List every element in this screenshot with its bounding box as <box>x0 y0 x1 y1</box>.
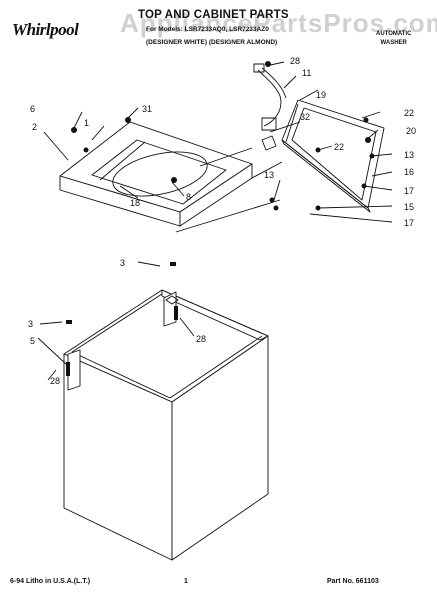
callout-1: 1 <box>84 118 89 128</box>
screw-icon <box>361 183 367 189</box>
screw-icon <box>273 205 279 211</box>
brand-logo: Whirlpool <box>12 20 79 39</box>
screw-icon <box>174 306 178 320</box>
lid-hinge <box>261 135 277 151</box>
screw-icon <box>363 117 369 123</box>
callout-5: 5 <box>30 336 35 346</box>
cabinet-clip <box>165 295 179 305</box>
screw-icon <box>365 137 371 143</box>
callout-3: 3 <box>28 319 33 329</box>
callout-18: 18 <box>130 198 140 208</box>
callout-19: 19 <box>316 90 326 100</box>
screw-icon <box>315 205 321 211</box>
model-numbers: For Models: LSR7233AQ0, LSR7233AZ0 <box>146 26 269 33</box>
screw-icon <box>265 61 271 67</box>
callout-6: 6 <box>30 104 35 114</box>
callout-3: 3 <box>120 258 125 268</box>
callout-31: 31 <box>142 104 152 114</box>
callout-16: 16 <box>404 167 414 177</box>
callout-8: 8 <box>186 192 191 202</box>
screw-icon <box>83 147 89 153</box>
lid <box>281 99 385 213</box>
callout-28: 28 <box>50 376 60 386</box>
callout-17: 17 <box>404 186 414 196</box>
screw-icon <box>66 320 72 324</box>
callout-20: 20 <box>406 126 416 136</box>
footer-litho: 6-94 Litho in U.S.A.(L.T.) <box>10 578 91 585</box>
page-number: 1 <box>184 578 188 585</box>
callout-15: 15 <box>404 202 414 212</box>
screw-icon <box>170 262 176 266</box>
product-type-line-2: WASHER <box>380 40 407 46</box>
screw-icon <box>171 177 177 183</box>
model-colors: (DESIGNER WHITE) (DESIGNER ALMOND) <box>146 39 278 46</box>
callout-17: 17 <box>404 218 414 228</box>
cabinet <box>63 289 269 561</box>
screw-icon <box>125 117 131 123</box>
callout-13: 13 <box>264 170 274 180</box>
screw-icon <box>369 153 375 159</box>
screw-icon <box>71 127 77 133</box>
page-title: TOP AND CABINET PARTS <box>138 9 289 21</box>
screw-icon <box>66 362 70 376</box>
product-type: AUTOMATIC WASHER <box>376 30 411 48</box>
callout-32: 32 <box>300 112 310 122</box>
callout-22: 22 <box>334 142 344 152</box>
screw-icon <box>269 197 275 203</box>
callout-28: 28 <box>196 334 206 344</box>
watermark: AppliancePartsPros.com <box>120 8 437 38</box>
part-number: Part No. 661103 <box>327 578 379 585</box>
callout-22: 22 <box>404 108 414 118</box>
callout-28: 28 <box>290 56 300 66</box>
washer-top <box>59 121 253 227</box>
screw-icon <box>315 147 321 153</box>
wire-harness <box>257 69 282 127</box>
callout-13: 13 <box>404 150 414 160</box>
product-type-line-1: AUTOMATIC <box>376 31 412 37</box>
callout-2: 2 <box>32 122 37 132</box>
callout-11: 11 <box>302 68 311 78</box>
